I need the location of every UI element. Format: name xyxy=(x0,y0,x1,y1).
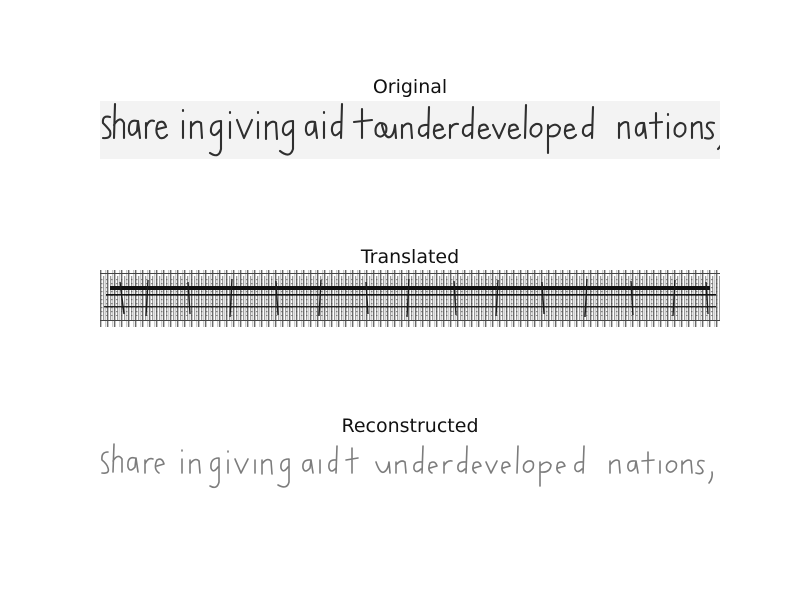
translated-image xyxy=(100,270,720,327)
original-image xyxy=(100,101,720,159)
panel-title-translated: Translated xyxy=(360,246,460,268)
reconstructed-image xyxy=(100,438,720,496)
panel-title-reconstructed: Reconstructed xyxy=(341,415,479,437)
panel-title-original: Original xyxy=(372,76,448,98)
